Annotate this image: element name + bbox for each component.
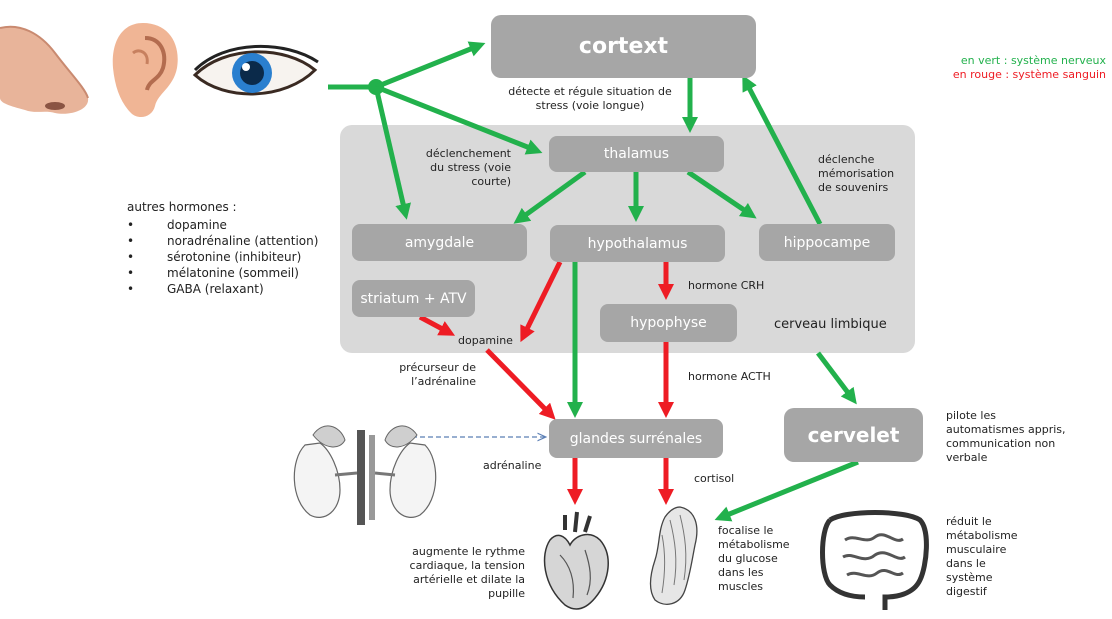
label-dopamine: dopamine [458, 334, 513, 347]
box-cervelet: cervelet [784, 408, 923, 462]
box-cortex: cortext [491, 15, 756, 78]
label-declenche-memo: déclenche mémorisation de souvenirs [818, 153, 895, 194]
arrow-limbic-cervelet [816, 351, 857, 405]
label-reduit: réduit le métabolisme musculaire dans le… [946, 515, 1018, 598]
box-hypothalamus: hypothalamus [550, 225, 725, 262]
box-hippocampe: hippocampe [759, 224, 895, 261]
kidneys-icon [285, 405, 445, 530]
legend-red: en rouge : système sanguin [952, 68, 1106, 81]
box-glandes: glandes surrénales [549, 419, 723, 458]
arrow-hub-amygdale [373, 86, 411, 220]
arrow-thalamus-hippocampe [686, 169, 757, 219]
label-augmente: augmente le rythme cardiaque, la tension… [409, 545, 525, 600]
panel-label: cerveau limbique [774, 317, 887, 332]
arrow-hippocampe-cortex [742, 74, 823, 226]
ear-icon [103, 18, 183, 123]
eye-icon [190, 40, 320, 105]
hormone-item: sérotonine (inhibiteur) [127, 249, 318, 265]
nose-icon [0, 18, 95, 118]
legend: en vert : système nerveux en rouge : sys… [953, 54, 1106, 82]
box-hypophyse: hypophyse [600, 304, 737, 342]
label-hormone-crh: hormone CRH [688, 279, 765, 292]
hormone-item: noradrénaline (attention) [127, 233, 318, 249]
label-hormone-acth: hormone ACTH [688, 370, 771, 383]
hormone-item: dopamine [127, 217, 318, 233]
other-hormones: autres hormones : dopamine noradrénaline… [127, 199, 318, 297]
label-cortisol: cortisol [694, 472, 735, 485]
label-declenchement: déclenchement du stress (voie courte) [425, 147, 511, 188]
box-amygdale: amygdale [352, 224, 527, 261]
arrow-cervelet-muscle [714, 459, 859, 522]
label-focalise: focalise le métabolisme du glucose dans … [718, 524, 790, 593]
label-precurseur: précurseur de l’adrénaline [399, 361, 476, 388]
hormone-item: mélatonine (sommeil) [127, 265, 318, 281]
arrow-hub-thalamus [375, 84, 543, 155]
label-pilote: pilote les automatismes appris, communic… [946, 409, 1066, 464]
box-thalamus: thalamus [549, 136, 724, 172]
muscle-arm-icon [640, 505, 710, 610]
arrow-hypothalamus-dopamine [520, 260, 563, 343]
arrow-striatum-dopamine [418, 314, 456, 336]
arrow-thalamus-amygdale [513, 169, 587, 224]
hormones-list: dopamine noradrénaline (attention) sérot… [127, 217, 318, 297]
label-detecte: détecte et régule situation de stress (v… [508, 85, 672, 112]
hormone-item: GABA (relaxant) [127, 281, 318, 297]
legend-green: en vert : système nerveux [960, 54, 1106, 67]
arrow-dopamine-glandes [485, 348, 556, 420]
intestines-icon [815, 505, 935, 613]
hormones-title: autres hormones : [127, 200, 237, 214]
arrow-hub-cortex [375, 41, 486, 90]
label-adrenaline: adrénaline [483, 459, 542, 472]
heart-icon [535, 510, 615, 615]
box-striatum: striatum + ATV [352, 280, 475, 317]
